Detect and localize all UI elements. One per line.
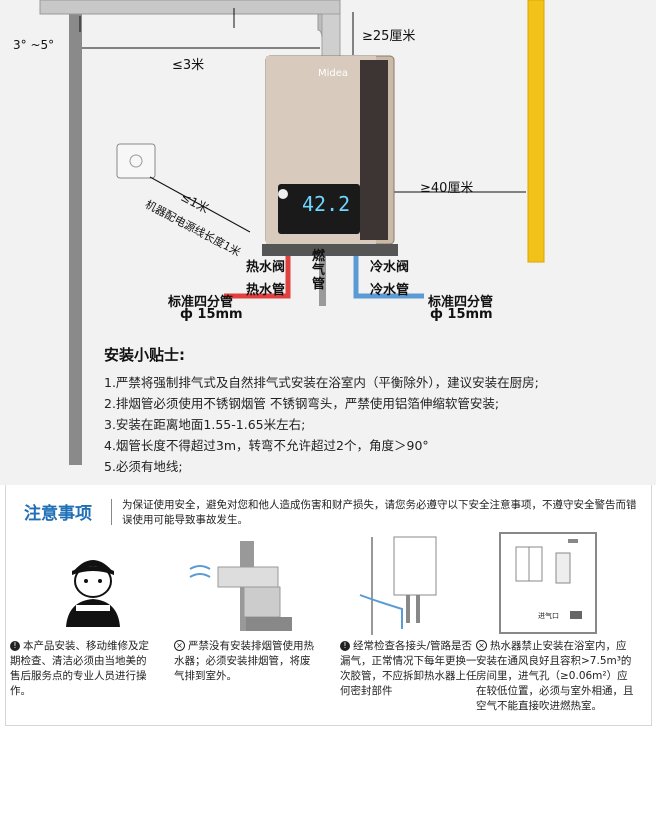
wall [69,0,82,465]
notice-panel: 注意事项 为保证使用安全，避免对您和他人造成伤害和财产损失，请您务必遵守以下安全… [5,485,652,726]
tip-line: 2.排烟管必须使用不锈钢烟管 不锈钢弯头，严禁使用铝箔伸缩软管安装; [104,396,500,411]
heater-display-value: 42.2 [302,192,351,216]
tip-line: 3.安装在距离地面1.55-1.65米左右; [104,417,306,432]
tip-line: 5.必须有地线; [104,459,183,474]
dim-socket-arrow [149,176,251,233]
notice-divider [111,499,112,525]
tip-line: 4.烟管长度不得超过3m，转弯不允许超过2个，角度＞90° [104,438,429,453]
notice-item-text: 严禁没有安装排烟管使用热水器；必须安装排烟管，将废气排到室外。 [174,640,314,682]
flue-vertical [321,13,341,59]
worker-helmet-logo: Midea [79,552,101,560]
gas-supply-pipe [527,0,545,263]
std-pipe-left-label: 标准四分管 [168,295,234,310]
notice-intro: 为保证使用安全，避免对您和他人造成伤害和财产损失，请您务必遵守以下安全注意事项，… [122,499,637,526]
gas-pipe-connector [319,256,326,306]
flue-pipe [39,0,341,15]
exhaust-pipe-icon [189,541,292,631]
dim-top-label: ≥25厘米 [362,29,416,44]
std-pipe-right-label: 标准四分管 [428,295,494,310]
slope-angle-label: 3° ~5° [13,38,55,52]
installation-tips: 安装小贴士: 1.严禁将强制排气式及自然排气式安装在浴室内（平衡除外），建议安装… [104,344,539,477]
heater-pipes-icon [359,536,437,635]
cold-pipe [353,256,424,299]
worker-icon [66,560,120,627]
heater-display-panel [278,184,360,234]
heater-side-panel [360,60,388,240]
hot-pipe [224,256,291,299]
notice-item: !经常检查各接头/管路是否漏气，正常情况下每年更换一次胶管，不应拆卸热水器上任何… [340,639,480,699]
notice-item: ×严禁没有安装排烟管使用热水器；必须安装排烟管，将废气排到室外。 [174,639,318,684]
cold-pipe-label: 冷水管 [370,283,410,298]
tips-title: 安装小贴士: [104,346,185,364]
pipe-size-right-label: ф 15mm [430,307,493,322]
air-inlet-label: 进气口 [538,612,559,620]
notice-item-text: 本产品安装、移动维修及定期检查、清洁必须由当地美的售后服务点的专业人员进行操作。 [10,640,149,697]
ventilated-room-icon [499,532,597,634]
gas-pipe-label: 燃气管 [312,249,326,292]
notice-item-text: 经常检查各接头/管路是否漏气，正常情况下每年更换一次胶管，不应拆卸热水器上任何密… [340,640,477,697]
dim-side-label: ≥40厘米 [420,181,474,196]
hot-pipe-label: 热水管 [246,283,286,298]
cold-valve-label: 冷水阀 [370,260,410,275]
installation-drawing [39,0,545,465]
prohibited-icon: × [174,640,185,651]
hot-valve-label: 热水阀 [246,260,286,275]
pipe-size-left-label: ф 15mm [180,307,243,322]
warning-icon: ! [340,641,350,651]
heater-brand-logo: Midea [318,68,349,79]
tip-line: 1.严禁将强制排气式及自然排气式安装在浴室内（平衡除外），建议安装在厨房; [104,375,539,390]
warning-icon: ! [10,641,20,651]
notice-title: 注意事项 [24,504,92,524]
dim-left-label: ≤3米 [172,58,205,73]
notice-item: !本产品安装、移动维修及定期检查、清洁必须由当地美的售后服务点的专业人员进行操作… [10,639,152,699]
prohibited-icon: × [476,640,487,651]
notice-item-text: 热水器禁止安装在浴室内，应安装在通风良好且容积>7.5m³的房间里，进气孔（≥0… [476,640,634,712]
notice-item: ×热水器禁止安装在浴室内，应安装在通风良好且容积>7.5m³的房间里，进气孔（≥… [476,639,636,714]
power-socket [116,143,156,179]
installation-diagram: 3° ~5° ≥25厘米 ≤3米 ≥40厘米 ≤1米 机器配电源线长度1米 Mi… [0,0,656,485]
